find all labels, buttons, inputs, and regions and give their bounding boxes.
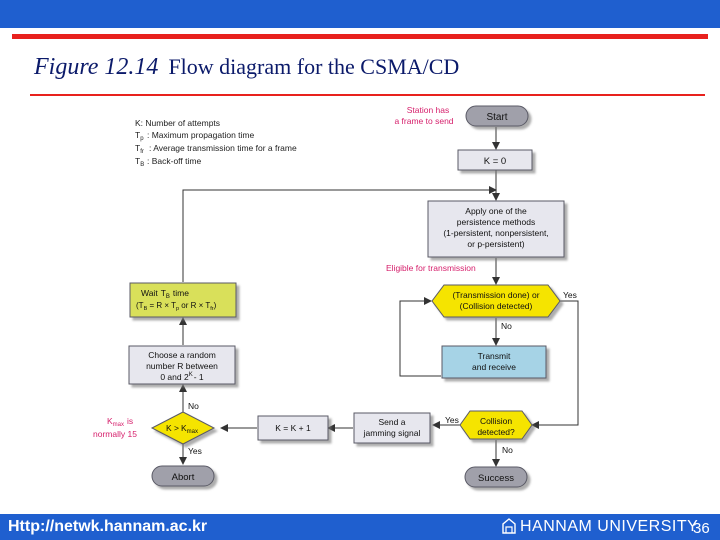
k-zero-label: K = 0 — [484, 156, 506, 167]
edge-decision-collision — [531, 300, 579, 429]
jamming-line1: Send a — [379, 417, 406, 427]
legend-tp: : Maximum propagation time — [147, 130, 255, 140]
start-node — [465, 105, 529, 127]
figure-number: Figure 12.14 — [34, 54, 159, 80]
k-increment-label: K = K + 1 — [275, 423, 311, 433]
transmit-line1: Transmit — [478, 351, 511, 361]
figure-rule — [30, 94, 705, 96]
collision-no-label: No — [502, 445, 513, 455]
random-line3: 0 and 2K- 1 — [160, 372, 204, 382]
trans-decision-line1: (Transmission done) or — [452, 290, 539, 300]
transmit-line2: and receive — [472, 362, 516, 372]
title-rule — [12, 34, 708, 39]
footer-bar — [0, 514, 720, 540]
random-line1: Choose a random — [148, 350, 216, 360]
collision-line1: Collision — [480, 416, 512, 426]
legend: K: Number of attempts Tp : Maximum propa… — [135, 118, 297, 168]
k-decision-label: K >Kmax — [166, 423, 198, 435]
footer-university: HANNAM UNIVERSITY — [520, 518, 699, 535]
wait-title-suffix: time — [173, 288, 189, 298]
top-banner — [0, 0, 720, 28]
persistence-box — [427, 200, 565, 258]
jamming-line2: jamming signal — [363, 428, 421, 438]
persistence-line3: (1-persistent, nonpersistent, — [443, 228, 548, 238]
legend-tp-symbol: Tp — [135, 130, 144, 142]
success-label: Success — [478, 473, 514, 484]
jamming-box — [353, 412, 431, 444]
figure-description: Flow diagram for the CSMA/CD — [168, 54, 460, 79]
collision-decision — [459, 410, 533, 440]
footer-url: Http://netwk.hannam.ac.kr — [8, 518, 208, 535]
legend-tb: : Back-off time — [147, 156, 201, 166]
trans-decision-line2: (Collision detected) — [460, 301, 533, 311]
start-label: Start — [486, 112, 507, 123]
legend-tfr-symbol: Tfr — [135, 143, 144, 155]
university-logo-icon — [502, 518, 516, 534]
k-increment-box — [257, 415, 329, 441]
collision-yes-label: Yes — [445, 415, 459, 425]
edge-wait-persist — [182, 186, 497, 282]
k-zero-box — [457, 149, 533, 171]
success-node — [464, 466, 528, 488]
edge-transmit-loop — [399, 297, 441, 377]
kcheck-yes-label: Yes — [188, 446, 202, 456]
persistence-line4: or p-persistent) — [467, 239, 524, 249]
page-number: 36 — [693, 520, 710, 537]
wait-formula: (TB = R × Tp or R × Tfr) — [136, 301, 217, 312]
persistence-line1: Apply one of the — [465, 206, 527, 216]
persistence-line2: persistence methods — [457, 217, 535, 227]
random-line2: number R between — [146, 361, 218, 371]
legend-tfr: : Average transmission time for a frame — [149, 143, 297, 153]
figure-title: Figure 12.14 Flow diagram for the CSMA/CD — [34, 54, 459, 81]
trans-no-label: No — [501, 321, 512, 331]
eligible-note: Eligible for transmission — [386, 263, 476, 273]
trans-yes-label: Yes — [563, 290, 577, 300]
station-note-line2: a frame to send — [394, 116, 453, 126]
kmax-note-line2: normally 15 — [93, 429, 137, 439]
abort-label: Abort — [172, 472, 195, 483]
collision-line2: detected? — [477, 427, 515, 437]
abort-node — [151, 465, 215, 487]
legend-k: K: Number of attempts — [135, 118, 220, 128]
transmission-decision — [431, 284, 561, 318]
random-box — [128, 345, 236, 385]
edges — [179, 127, 579, 467]
kcheck-no-label: No — [188, 401, 199, 411]
station-note-line1: Station has — [407, 105, 450, 115]
legend-tb-symbol: TB — [135, 156, 144, 168]
wait-title-word: Wait — [141, 288, 158, 298]
transmit-box — [441, 345, 547, 379]
wait-box — [129, 282, 237, 318]
k-max-decision — [150, 411, 216, 445]
